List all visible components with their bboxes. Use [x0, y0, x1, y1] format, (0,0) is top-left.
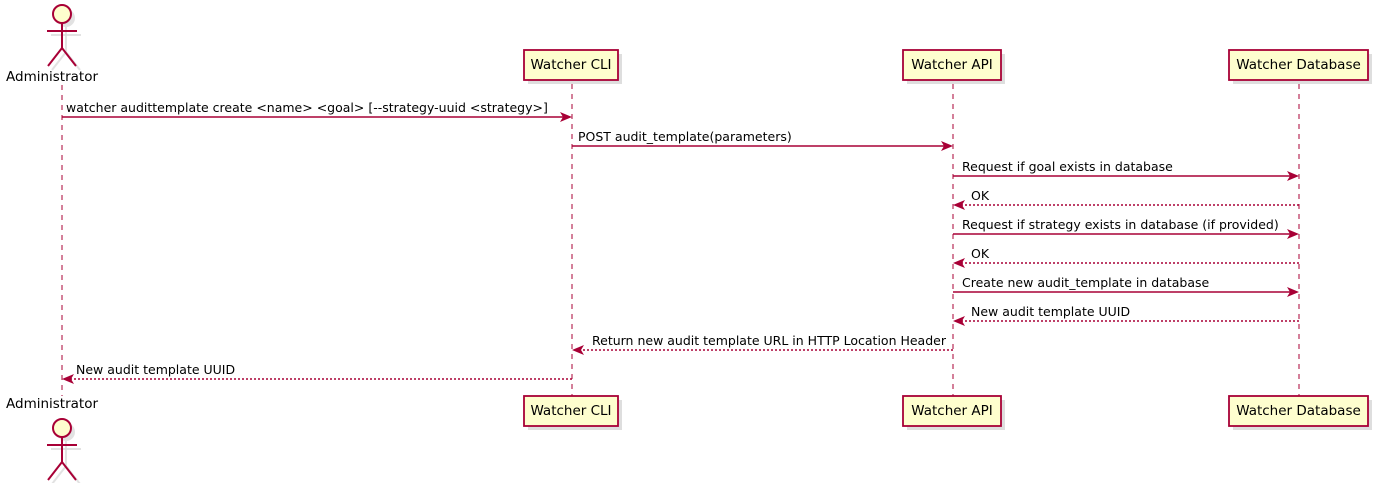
message-arrow-7 — [953, 287, 1299, 297]
participant-label-db-bottom: Watcher Database — [1236, 403, 1361, 419]
actor-label-administrator-top: Administrator — [6, 69, 99, 85]
message-arrow-10 — [62, 374, 572, 384]
participant-label-api-bottom: Watcher API — [911, 403, 993, 419]
message-arrow-4 — [953, 200, 1299, 210]
message-label-7: Create new audit_template in database — [962, 275, 1210, 290]
participant-box-db-top[interactable] — [1228, 49, 1372, 84]
message-arrow-2 — [572, 141, 953, 151]
actor-label-administrator-bottom: Administrator — [6, 396, 99, 412]
actor-administrator-top — [47, 4, 81, 71]
participant-label-cli-bottom: Watcher CLI — [530, 403, 612, 419]
message-arrow-6 — [953, 258, 1299, 268]
message-label-2: POST audit_template(parameters) — [578, 129, 792, 144]
message-label-1: watcher audittemplate create <name> <goa… — [66, 100, 548, 115]
participant-box-api-top[interactable] — [902, 49, 1005, 84]
message-arrow-3 — [953, 171, 1299, 181]
message-label-6: OK — [971, 246, 990, 261]
message-label-8: New audit template UUID — [971, 304, 1131, 319]
message-arrow-1 — [62, 112, 572, 122]
message-arrow-8 — [953, 316, 1299, 326]
participant-box-cli-bottom[interactable] — [523, 395, 622, 430]
message-label-4: OK — [971, 188, 990, 203]
participant-label-api-top: Watcher API — [911, 57, 993, 73]
message-label-3: Request if goal exists in database — [962, 159, 1173, 174]
participant-box-api-bottom[interactable] — [902, 395, 1005, 430]
participant-label-cli-top: Watcher CLI — [530, 57, 612, 73]
message-label-9: Return new audit template URL in HTTP Lo… — [592, 333, 946, 348]
participant-box-cli-top[interactable] — [523, 49, 622, 84]
message-arrow-9 — [572, 345, 953, 355]
participant-label-db-top: Watcher Database — [1236, 57, 1361, 73]
message-label-10: New audit template UUID — [76, 362, 236, 377]
participant-box-db-bottom[interactable] — [1228, 395, 1372, 430]
actor-administrator-bottom — [47, 418, 81, 483]
message-arrow-5 — [953, 229, 1299, 239]
message-label-5: Request if strategy exists in database (… — [962, 217, 1279, 232]
